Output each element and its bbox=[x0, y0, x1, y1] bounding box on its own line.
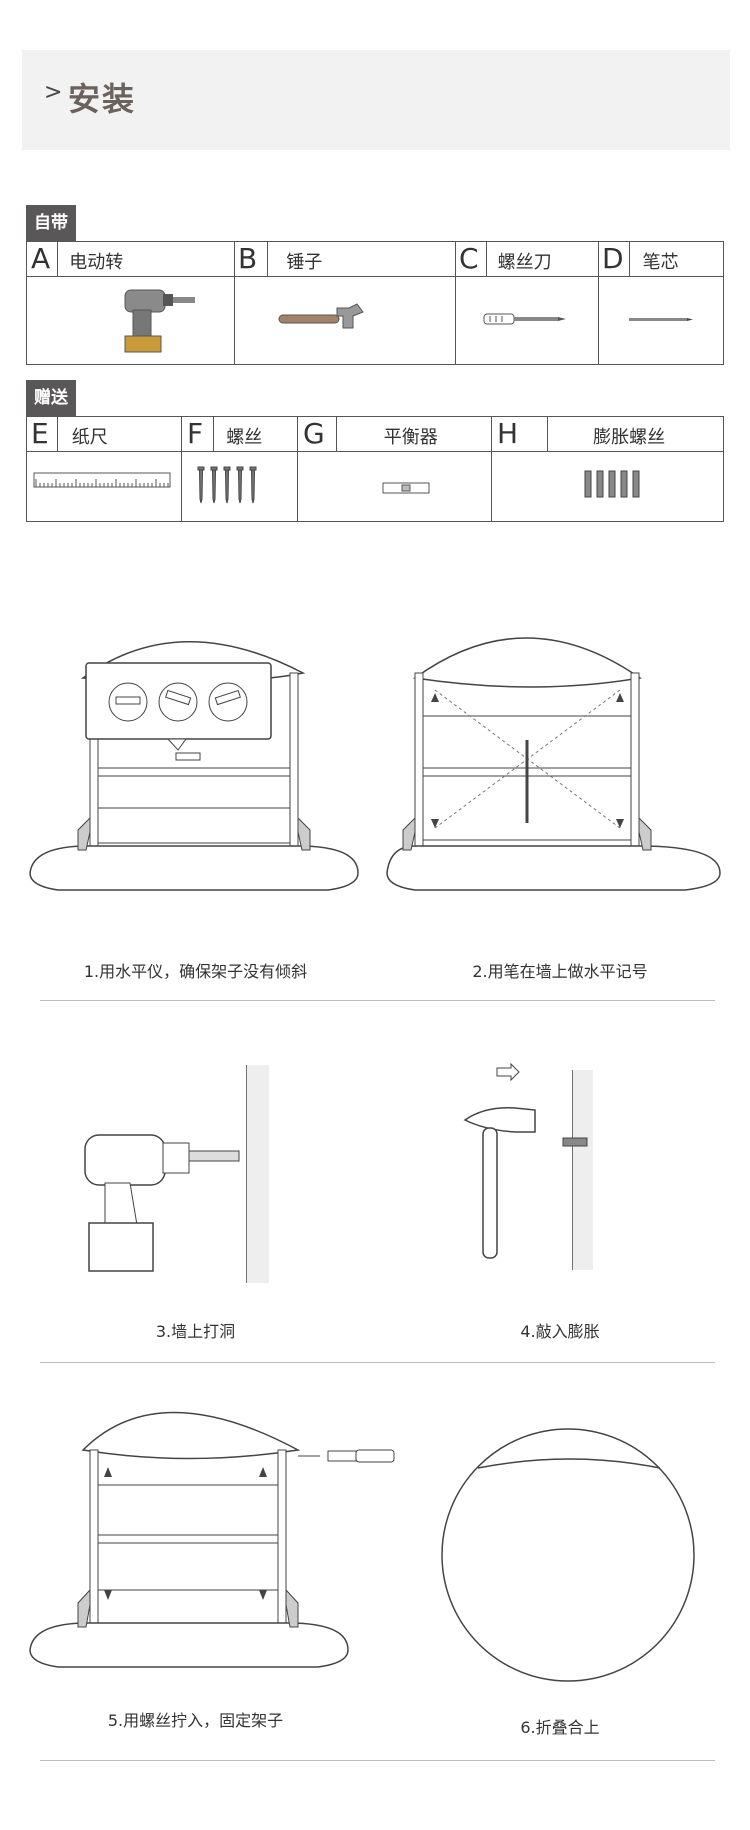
tool-label: 螺丝 bbox=[226, 427, 263, 448]
tool-label: 膨胀螺丝 bbox=[593, 427, 666, 448]
screws-icon bbox=[197, 466, 257, 504]
divider bbox=[40, 1362, 715, 1363]
tool-g-header: G 平衡器 bbox=[303, 417, 489, 451]
tool-letter: F bbox=[187, 417, 204, 450]
tool-a-header: A 电动转 bbox=[31, 242, 231, 276]
step-5-illustration bbox=[29, 1411, 395, 1668]
step-4-caption: 4.敲入膨胀 bbox=[520, 1322, 600, 1341]
electric-drill-icon bbox=[124, 289, 195, 353]
step-6-illustration bbox=[441, 1428, 695, 1682]
tool-label: 螺丝刀 bbox=[497, 252, 552, 273]
self-tools-tag: 自带 bbox=[26, 205, 76, 241]
section-title: 安装 bbox=[68, 80, 137, 118]
divider bbox=[40, 1000, 715, 1001]
expansion-screws-icon bbox=[584, 470, 640, 498]
tool-c-header: C 螺丝刀 bbox=[459, 242, 594, 276]
step-5-caption: 5.用螺丝拧入，固定架子 bbox=[107, 1711, 284, 1730]
tool-letter: D bbox=[602, 242, 624, 275]
tool-letter: A bbox=[31, 242, 51, 275]
paper-ruler-icon bbox=[33, 472, 171, 488]
tool-d-header: D 笔芯 bbox=[602, 242, 722, 276]
step-3-caption: 3.墙上打洞 bbox=[155, 1322, 236, 1341]
spirit-level-icon bbox=[382, 482, 430, 494]
tool-letter: G bbox=[303, 417, 325, 450]
tool-label: 电动转 bbox=[69, 252, 124, 273]
screwdriver-icon bbox=[483, 313, 566, 325]
hammer-icon bbox=[278, 303, 364, 329]
tool-label: 锤子 bbox=[286, 252, 323, 273]
tool-h-header: H 膨胀螺丝 bbox=[497, 417, 719, 451]
tool-letter: H bbox=[497, 417, 519, 450]
chevron-right-icon: > bbox=[44, 80, 63, 105]
step-1-illustration bbox=[29, 641, 359, 891]
self-tools-table: A 电动转 B 锤子 C 螺丝刀 D 笔芯 bbox=[26, 241, 724, 365]
tool-letter: B bbox=[238, 242, 258, 275]
step-4-illustration bbox=[463, 1062, 593, 1270]
tool-label: 纸尺 bbox=[71, 427, 108, 448]
tool-letter: C bbox=[459, 242, 479, 275]
tool-label: 平衡器 bbox=[383, 427, 438, 448]
step-3-illustration bbox=[84, 1065, 269, 1283]
step-6-caption: 6.折叠合上 bbox=[520, 1718, 600, 1737]
step-1-caption: 1.用水平仪，确保架子没有倾斜 bbox=[83, 962, 308, 981]
section-header: > 安装 bbox=[22, 50, 730, 150]
tool-label: 笔芯 bbox=[642, 252, 679, 273]
tool-letter: E bbox=[31, 417, 49, 450]
tool-e-header: E 纸尺 bbox=[31, 417, 179, 451]
gift-tools-table: E 纸尺 F 螺丝 G 平衡器 H 膨胀螺丝 bbox=[26, 416, 724, 522]
tool-f-header: F 螺丝 bbox=[187, 417, 295, 451]
pen-refill-icon bbox=[629, 318, 693, 321]
step-2-illustration bbox=[386, 637, 721, 891]
divider bbox=[40, 1760, 715, 1761]
step-2-caption: 2.用笔在墙上做水平记号 bbox=[472, 962, 648, 981]
tool-b-header: B 锤子 bbox=[238, 242, 448, 276]
gift-tools-tag: 赠送 bbox=[26, 380, 76, 416]
